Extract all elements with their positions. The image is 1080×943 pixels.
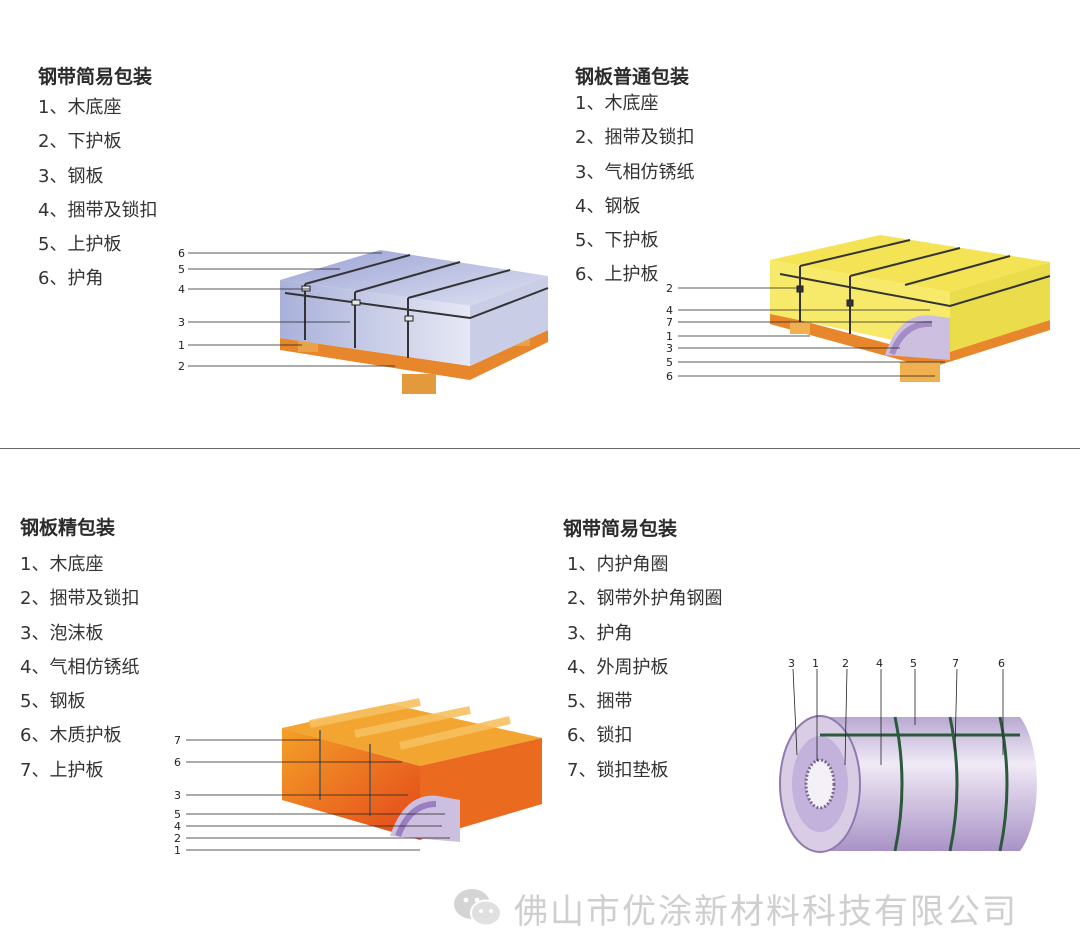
component-list: 1、木底座 2、捆带及锁扣 3、泡沫板 4、气相仿锈纸 5、钢板 6、木质护板 … bbox=[20, 548, 139, 788]
list-item: 5、捆带 bbox=[567, 691, 633, 713]
panel-title: 钢板精包装 bbox=[20, 517, 116, 539]
list-item: 6、木质护板 bbox=[20, 725, 122, 747]
watermark-text: 佛山市优涂新材料科技有限公司 bbox=[514, 891, 1018, 932]
callout-label: 1 bbox=[178, 339, 185, 352]
steel-sheet-fine-illustration: 7 6 3 5 4 2 1 bbox=[174, 698, 542, 857]
list-item: 4、捆带及锁扣 bbox=[38, 199, 158, 221]
callout-label: 5 bbox=[666, 356, 673, 369]
list-item: 2、下护板 bbox=[38, 131, 122, 153]
wechat-icon bbox=[454, 889, 502, 927]
panel-title: 钢板普通包装 bbox=[575, 66, 690, 88]
list-item: 5、上护板 bbox=[38, 234, 122, 256]
callout-label: 4 bbox=[178, 283, 185, 296]
callout-label: 5 bbox=[910, 657, 917, 670]
list-item: 3、钢板 bbox=[38, 165, 104, 187]
callout-label: 2 bbox=[666, 282, 673, 295]
list-item: 2、捆带及锁扣 bbox=[575, 127, 695, 149]
list-item: 5、下护板 bbox=[575, 230, 659, 252]
callout-label: 5 bbox=[174, 808, 181, 821]
watermark: 佛山市优涂新材料科技有限公司 bbox=[452, 885, 1018, 932]
list-item: 4、气相仿锈纸 bbox=[20, 656, 140, 678]
callout-label: 1 bbox=[174, 844, 181, 857]
steel-coil-illustration: 3 1 2 4 5 7 6 bbox=[779, 657, 1037, 853]
component-list: 1、内护角圈 2、钢带外护角钢圈 3、护角 4、外周护板 5、捆带 6、锁扣 7… bbox=[567, 548, 722, 788]
steel-sheet-stack-illustration: 6 5 4 3 1 2 bbox=[178, 247, 549, 394]
callout-label: 7 bbox=[174, 734, 181, 747]
callout-label: 3 bbox=[666, 342, 673, 355]
callout-label: 6 bbox=[178, 247, 185, 260]
callout-label: 2 bbox=[842, 657, 849, 670]
callout-label: 3 bbox=[174, 789, 181, 802]
callout-label: 6 bbox=[666, 370, 673, 383]
list-item: 7、上护板 bbox=[20, 759, 104, 781]
callout-label: 4 bbox=[174, 820, 181, 833]
list-item: 2、钢带外护角钢圈 bbox=[567, 588, 723, 610]
steel-sheet-normal-illustration: 2 4 7 1 3 5 6 bbox=[666, 235, 1051, 383]
callout-label: 6 bbox=[174, 756, 181, 769]
list-item: 6、护角 bbox=[38, 268, 104, 290]
callout-label: 7 bbox=[666, 316, 673, 329]
callout-label: 2 bbox=[178, 360, 185, 373]
list-item: 5、钢板 bbox=[20, 691, 86, 713]
list-item: 7、锁扣垫板 bbox=[567, 759, 669, 781]
panel-title: 钢带简易包装 bbox=[563, 518, 678, 540]
callout-label: 3 bbox=[788, 657, 795, 670]
list-item: 6、上护板 bbox=[575, 264, 659, 286]
list-item: 3、护角 bbox=[567, 622, 633, 644]
list-item: 4、外周护板 bbox=[567, 656, 669, 678]
callout-label: 2 bbox=[174, 832, 181, 845]
list-item: 1、木底座 bbox=[38, 97, 122, 118]
list-item: 1、内护角圈 bbox=[567, 554, 669, 575]
callout-label: 3 bbox=[178, 316, 185, 329]
panel-title: 钢带简易包装 bbox=[38, 66, 153, 88]
list-item: 3、气相仿锈纸 bbox=[575, 161, 695, 183]
list-item: 4、钢板 bbox=[575, 195, 641, 217]
list-item: 1、木底座 bbox=[20, 554, 104, 575]
list-item: 6、锁扣 bbox=[567, 725, 633, 747]
list-item: 2、捆带及锁扣 bbox=[20, 588, 140, 610]
section-divider bbox=[0, 448, 1080, 449]
list-item: 3、泡沫板 bbox=[20, 622, 104, 644]
callout-label: 1 bbox=[666, 330, 673, 343]
component-list: 1、木底座 2、捆带及锁扣 3、气相仿锈纸 4、钢板 5、下护板 6、上护板 bbox=[575, 87, 694, 293]
callout-label: 4 bbox=[876, 657, 883, 670]
callout-label: 6 bbox=[998, 657, 1005, 670]
callout-label: 7 bbox=[952, 657, 959, 670]
component-list: 1、木底座 2、下护板 3、钢板 4、捆带及锁扣 5、上护板 6、护角 bbox=[38, 91, 157, 297]
list-item: 1、木底座 bbox=[575, 93, 659, 114]
callout-label: 1 bbox=[812, 657, 819, 670]
callout-label: 4 bbox=[666, 304, 673, 317]
callout-label: 5 bbox=[178, 263, 185, 276]
